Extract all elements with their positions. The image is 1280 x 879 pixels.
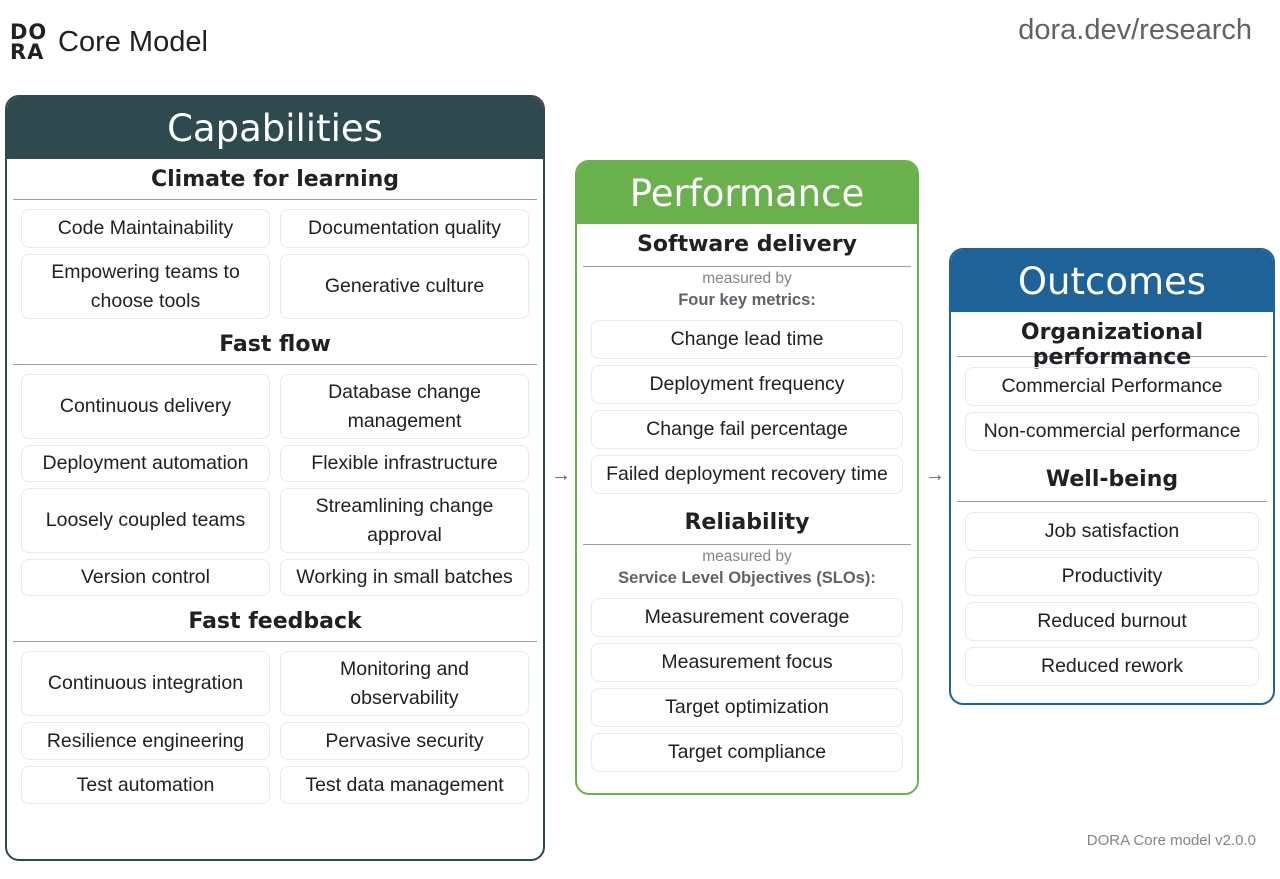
capability-item: Documentation quality <box>280 209 529 248</box>
performance-header: Performance <box>577 162 917 224</box>
capability-item: Database change management <box>280 374 529 439</box>
section-title-reliability: Reliability <box>684 510 810 535</box>
outcome-item: Reduced rework <box>965 647 1259 686</box>
capability-item: Continuous integration <box>21 651 270 716</box>
capability-item: Loosely coupled teams <box>21 488 270 553</box>
capability-item: Pervasive security <box>280 722 529 760</box>
arrow-right-icon: → <box>551 464 571 486</box>
outcome-item: Reduced burnout <box>965 602 1259 641</box>
logo-line-2: RA <box>10 40 45 64</box>
measured-by-label: measured by <box>702 548 792 565</box>
outcome-item: Commercial Performance <box>965 367 1259 406</box>
section-divider <box>957 356 1267 357</box>
capability-item: Code Maintainability <box>21 209 270 248</box>
section-divider <box>583 544 911 545</box>
section-divider <box>13 364 537 365</box>
section-title-fast-flow: Fast flow <box>219 332 331 357</box>
dora-logo: DO RA <box>10 22 54 68</box>
metric-item: Change fail percentage <box>591 410 903 449</box>
section-divider <box>13 641 537 642</box>
version-label: DORA Core model v2.0.0 <box>1086 832 1256 849</box>
capability-item: Streamlining change approval <box>280 488 529 553</box>
site-url: dora.dev/research <box>1018 14 1252 46</box>
section-divider <box>957 501 1267 502</box>
measured-by-label: measured by <box>702 270 792 287</box>
outcomes-panel: Outcomes Organizational performance Comm… <box>949 248 1275 705</box>
metric-item: Measurement coverage <box>591 598 903 637</box>
section-title-climate: Climate for learning <box>150 167 400 192</box>
capability-item: Continuous delivery <box>21 374 270 439</box>
outcome-item: Non-commercial performance <box>965 412 1259 451</box>
metric-label: Service Level Objectives (SLOs): <box>618 569 876 587</box>
metric-item: Target compliance <box>591 733 903 772</box>
capability-item: Deployment automation <box>21 445 270 482</box>
metric-item: Target optimization <box>591 688 903 727</box>
capability-item: Working in small batches <box>280 559 529 596</box>
metric-item: Change lead time <box>591 320 903 359</box>
section-divider <box>583 266 911 267</box>
capability-item: Resilience engineering <box>21 722 270 760</box>
metric-item: Deployment frequency <box>591 365 903 404</box>
outcomes-header: Outcomes <box>951 250 1273 312</box>
capabilities-panel: Capabilities Climate for learning Code M… <box>5 95 545 861</box>
capability-item: Version control <box>21 559 270 596</box>
section-divider <box>13 199 537 200</box>
capability-item: Test data management <box>280 766 529 804</box>
logo-line-1: DO <box>10 20 48 44</box>
section-title-fast-feedback: Fast feedback <box>188 609 362 634</box>
capability-item: Test automation <box>21 766 270 804</box>
arrow-right-icon: → <box>925 464 945 486</box>
capability-item: Flexible infrastructure <box>280 445 529 482</box>
section-title-well-being: Well-being <box>1045 467 1179 492</box>
metric-item: Failed deployment recovery time <box>591 455 903 494</box>
metric-item: Measurement focus <box>591 643 903 682</box>
section-title-organizational-performance: Organizational performance <box>1020 320 1204 370</box>
page-title: Core Model <box>58 26 208 58</box>
capability-item: Monitoring and observability <box>280 651 529 716</box>
capabilities-header: Capabilities <box>7 97 543 159</box>
outcome-item: Productivity <box>965 557 1259 596</box>
performance-panel: Performance Software delivery measured b… <box>575 160 919 795</box>
section-title-software-delivery: Software delivery <box>637 232 857 257</box>
capability-item: Generative culture <box>280 254 529 319</box>
outcome-item: Job satisfaction <box>965 512 1259 551</box>
capability-item: Empowering teams to choose tools <box>21 254 270 319</box>
metric-label: Four key metrics: <box>678 291 816 309</box>
